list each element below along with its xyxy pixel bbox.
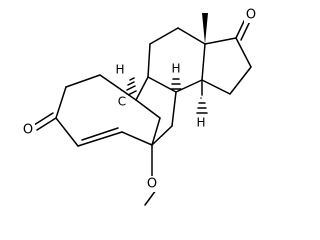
chemical-structure: O O O C H H H: [21, 7, 258, 206]
bond: [204, 37, 237, 45]
hydrogen-label: H: [196, 116, 205, 130]
bridge-bond: [135, 99, 161, 119]
atom-labels: O O O C H H H: [21, 7, 258, 192]
methoxy-group: [144, 144, 157, 206]
bridge-bond: [151, 117, 161, 146]
hashed-bond: [125, 77, 137, 97]
bond: [77, 131, 123, 147]
bond: [229, 66, 252, 95]
bond: [99, 74, 137, 101]
bond: [177, 27, 206, 45]
carbonyl-bond: [33, 112, 54, 126]
ring-c: [147, 27, 206, 93]
alkene-bond: [81, 127, 119, 141]
ring-a: [33, 74, 137, 147]
bond: [235, 37, 252, 68]
carbon-label: C: [118, 95, 126, 109]
bond: [147, 43, 151, 78]
bond: [55, 117, 79, 147]
bond: [55, 86, 67, 119]
hashed-bond: [196, 97, 208, 114]
hydrogen-label: H: [171, 62, 180, 76]
hydrogen-label: H: [115, 63, 124, 77]
bond: [171, 91, 177, 127]
bond: [149, 27, 179, 45]
oxygen-label: O: [246, 8, 256, 23]
bond: [65, 74, 101, 88]
hashed-bond: [170, 73, 182, 90]
bond: [144, 189, 157, 206]
bond: [201, 43, 206, 81]
bond: [135, 76, 149, 101]
ring-d: [201, 13, 252, 95]
oxygen-label: O: [23, 123, 33, 138]
carbonyl-bond: [36, 117, 57, 131]
methyl-wedge: [202, 13, 208, 44]
bond: [175, 79, 203, 93]
bond: [151, 125, 173, 146]
oxygen-label: O: [147, 177, 157, 192]
stereo-hydrogens: [125, 73, 208, 114]
bond: [121, 131, 153, 146]
ring-b: [121, 76, 177, 146]
bond: [201, 79, 231, 95]
